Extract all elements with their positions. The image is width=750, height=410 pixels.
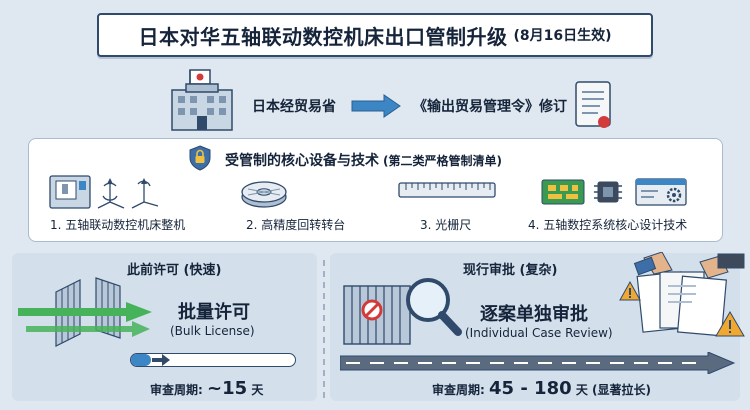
current-period-label: 审查周期: xyxy=(432,383,485,397)
ministry-name: 日本经贸易省 xyxy=(252,99,336,115)
previous-license-type: 批量许可 xyxy=(178,302,250,323)
controlled-item-2: 2. 高精度回转转台 xyxy=(246,218,346,232)
duration-arrow-icon xyxy=(152,354,170,366)
rotary-table-icon xyxy=(241,181,287,208)
shield-lock-icon xyxy=(189,145,211,171)
title-banner: 日本对华五轴联动数控机床出口管制升级 (8月16日生效) xyxy=(97,13,653,57)
current-period-unit: 天 xyxy=(575,383,588,397)
page-title: 日本对华五轴联动数控机床出口管制升级 xyxy=(138,24,508,49)
current-approval-type-en: (Individual Case Review) xyxy=(465,326,613,340)
paper-stack-warning-icon xyxy=(619,252,745,337)
trade-order-name: 《输出贸易管理令》修订 xyxy=(413,99,567,115)
arrow-right-icon xyxy=(351,94,401,118)
previous-review-period: 审查周期: ~15 天 xyxy=(150,378,263,399)
document-scroll-icon xyxy=(575,81,611,128)
current-period-value: 45 - 180 xyxy=(489,378,572,399)
controlled-items-title: 受管制的核心设备与技术 (第二类严格管制清单) xyxy=(225,150,502,170)
previous-period-unit: 天 xyxy=(251,383,264,397)
previous-duration-bar xyxy=(130,353,296,367)
controlled-item-4: 4. 五轴数控系统核心设计技术 xyxy=(528,218,688,232)
cnc-machine-icon xyxy=(49,175,159,209)
long-road-arrow xyxy=(340,352,736,374)
controlled-items-heading: 受管制的核心设备与技术 xyxy=(225,153,379,169)
current-review-period: 审查周期: 45 - 180 天 (显著拉长) xyxy=(432,378,651,399)
grating-scale-icon xyxy=(398,182,496,198)
previous-heading: 此前许可 (快速) xyxy=(127,263,222,278)
current-heading: 现行审批 (复杂) xyxy=(463,263,558,278)
cnc-system-icon xyxy=(541,178,687,206)
effective-date-note: (8月16日生效) xyxy=(513,28,612,44)
closed-gate-icon xyxy=(343,278,462,345)
controlled-item-3: 3. 光栅尺 xyxy=(420,218,472,232)
previous-duration-fill xyxy=(131,354,151,366)
controlled-item-1: 1. 五轴联动数控机床整机 xyxy=(50,218,186,232)
government-building-icon xyxy=(171,69,233,131)
previous-license-type-en: (Bulk License) xyxy=(170,324,255,338)
controlled-items-subtitle: (第二类严格管制清单) xyxy=(383,154,502,168)
current-period-note: (显著拉长) xyxy=(592,383,652,397)
panel-divider xyxy=(323,260,325,400)
open-gate-icon xyxy=(18,277,152,347)
previous-period-value: ~15 xyxy=(207,378,248,399)
previous-period-label: 审查周期: xyxy=(150,383,203,397)
current-approval-type: 逐案单独审批 xyxy=(480,304,588,325)
